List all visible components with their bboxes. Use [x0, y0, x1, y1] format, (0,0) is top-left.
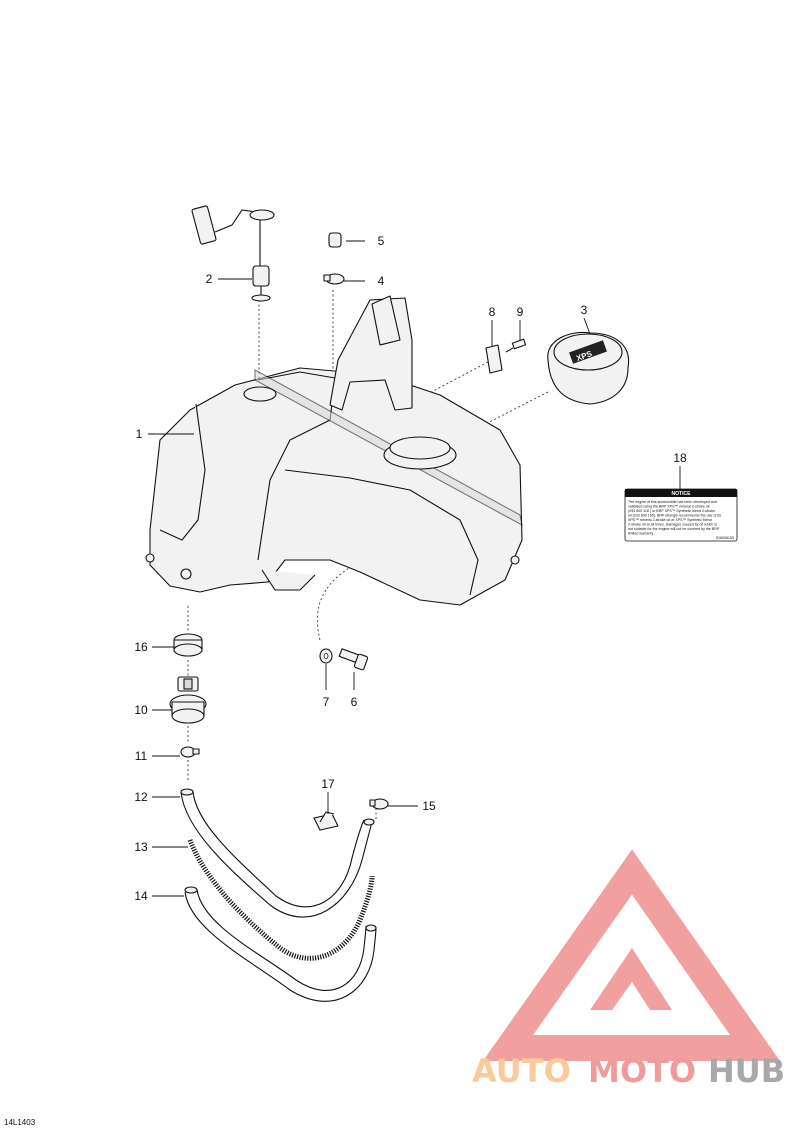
notice-part-code: 516006155 [716, 536, 734, 540]
callout-18: 18 [673, 451, 687, 465]
watermark-triangle [482, 849, 780, 1061]
notice-heading: NOTICE [672, 491, 692, 497]
hose-12 [180, 788, 375, 918]
watermark-auto: AUTO [472, 1052, 571, 1090]
watermark-moto: MOTO [588, 1052, 696, 1090]
screw-9 [505, 338, 527, 353]
watermark-inner-mark [590, 948, 672, 1010]
bolt [338, 648, 369, 671]
notice-line: XPS™ mineral 2-stroke oil or XPS™ Synthe… [628, 518, 712, 522]
fitting-valve [169, 676, 207, 724]
callout-3: 3 [581, 303, 588, 317]
callout-12: 12 [134, 790, 148, 804]
filler-cap: XPS [547, 331, 630, 405]
notice-line: not suitable for the engine will not be … [628, 527, 720, 531]
notice-line: limited warranty. [628, 532, 654, 536]
callout-2: 2 [206, 272, 213, 286]
figure-code: 14L1403 [4, 1118, 36, 1127]
spring-13 [187, 839, 375, 961]
callouts: 1 2 3 4 5 6 7 8 9 10 11 12 13 14 15 16 1… [134, 234, 687, 903]
callout-10: 10 [134, 703, 148, 717]
notice-line: (293 600 118 ) or BRP XPS™ Synthetic ble… [628, 509, 715, 513]
callout-13: 13 [134, 840, 148, 854]
clamp-15 [369, 798, 389, 810]
clamp-16 [173, 633, 203, 657]
notice-line: validated using the BRP XPS™ mineral 2-s… [628, 505, 710, 509]
notice-line: The engine of this snowmobile has been d… [628, 500, 717, 504]
callout-6: 6 [351, 695, 358, 709]
callout-17: 17 [321, 777, 335, 791]
plug [328, 232, 342, 248]
notice-line: oil (293 600 165). BRP strongly recommen… [628, 514, 721, 518]
hose-14 [184, 886, 377, 1002]
watermark-hub: HUB [708, 1052, 785, 1090]
callout-8: 8 [489, 305, 496, 319]
notice-body: The engine of this snowmobile has been d… [628, 500, 734, 540]
clamp-small [323, 273, 345, 285]
u-nut [485, 344, 503, 374]
callout-leaders [148, 240, 681, 897]
notice-label: NOTICE The engine of this snowmobile has… [624, 488, 738, 542]
callout-14: 14 [134, 889, 148, 903]
clamp-11 [180, 746, 200, 758]
callout-15: 15 [422, 799, 436, 813]
callout-7: 7 [323, 695, 330, 709]
callout-1: 1 [136, 427, 143, 441]
clip-17 [313, 811, 339, 831]
callout-4: 4 [378, 274, 385, 288]
notice-line: 2-stroke oil at all times. Damages cause… [628, 523, 717, 527]
callout-11: 11 [135, 749, 148, 763]
oil-tank [145, 295, 523, 606]
callout-5: 5 [378, 234, 385, 248]
callout-16: 16 [134, 640, 148, 654]
watermark-logo: AUTO MOTO HUB [472, 849, 785, 1090]
washer [319, 648, 333, 664]
oil-level-sensor [191, 205, 275, 302]
callout-9: 9 [517, 305, 524, 319]
